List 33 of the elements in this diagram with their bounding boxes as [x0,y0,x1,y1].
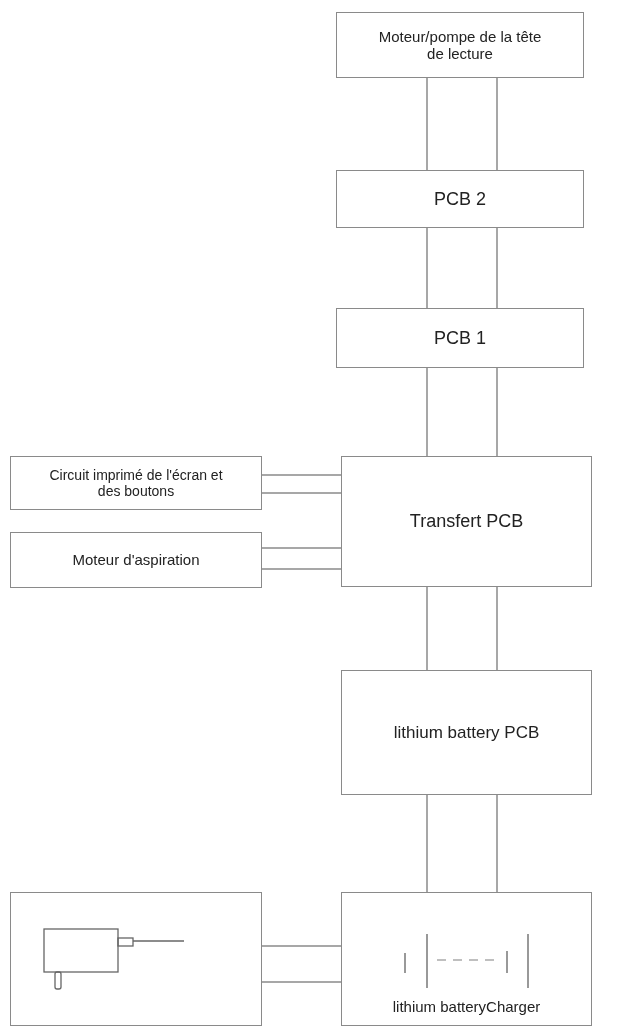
connector-line [261,568,342,570]
connector-line [261,492,342,494]
component-label: PCB 2 [434,188,486,210]
connector-line [426,367,428,457]
connector-line [496,367,498,457]
component-box [336,12,584,78]
connector-line [426,227,428,309]
component-label: Moteur d'aspiration [72,551,200,569]
component-box [341,456,592,587]
connector-line [426,586,428,671]
component-label: Circuit imprimé de l'écran et des boutons [48,466,224,500]
component-box [341,670,592,795]
component-label: PCB 1 [434,327,486,349]
connector-line [496,586,498,671]
component-box [336,308,584,368]
connector-line [496,794,498,893]
connector-line [261,945,342,947]
component-box [10,456,262,510]
component-label: Transfert PCB [409,511,524,532]
connector-line [426,794,428,893]
connector-line [261,547,342,549]
connector-line [261,474,342,476]
connector-line [426,77,428,171]
connector-line [261,981,342,983]
connector-line [496,227,498,309]
component-label: lithium battery PCB [393,722,540,743]
component-label: Moteur/pompe de la tête de lecture [377,27,543,63]
component-box [10,532,262,588]
connector-line [496,77,498,171]
component-box [341,892,592,1026]
component-label: lithium batteryCharger [392,997,541,1015]
component-box [336,170,584,228]
component-box [10,892,262,1026]
